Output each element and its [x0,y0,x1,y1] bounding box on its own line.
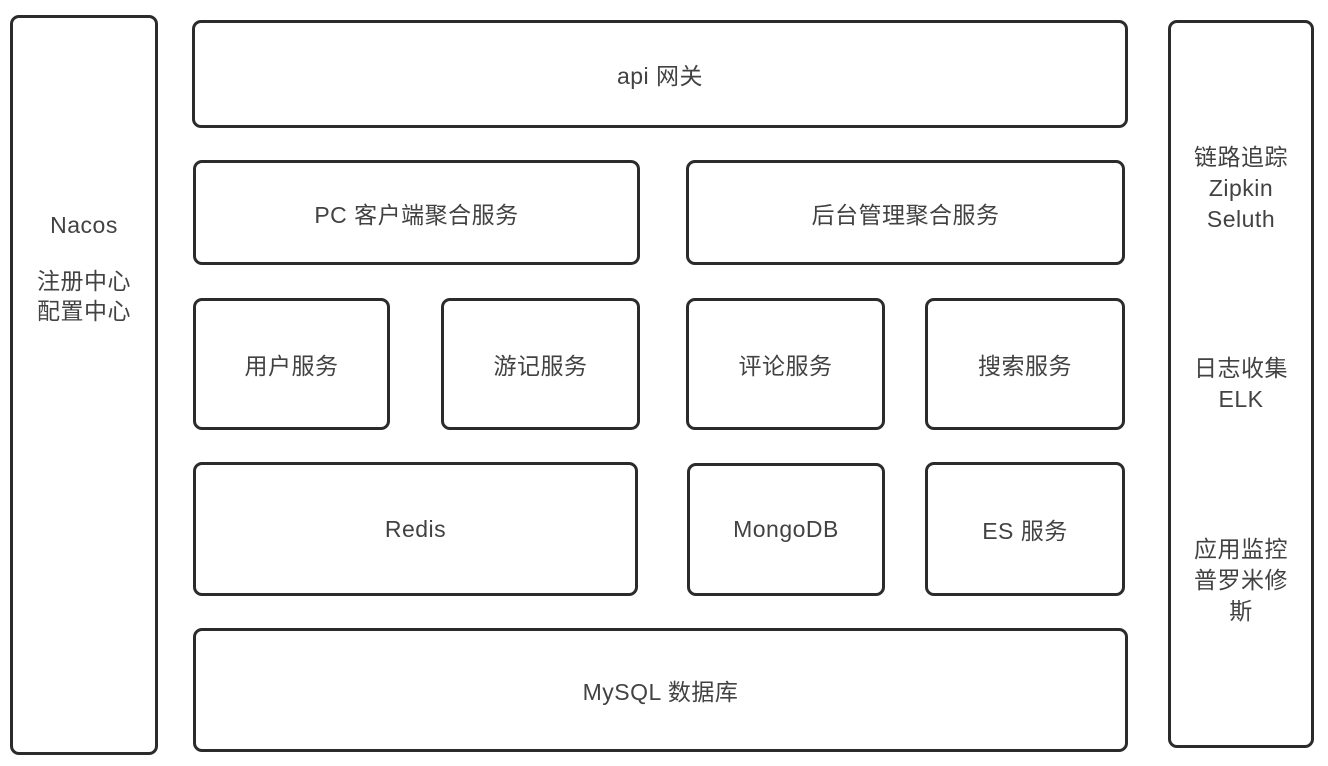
api-gateway-label: api 网关 [616,63,704,89]
monitoring-group: 应用监控 普罗米修 斯 [1194,534,1288,627]
nacos-line-registry: 注册中心 [37,268,131,294]
travel-notes-service-label: 游记服务 [493,353,588,379]
comment-service-label: 评论服务 [738,353,833,379]
logging-group: 日志收集 ELK [1194,353,1288,415]
nacos-panel: Nacos 注册中心 配置中心 [10,15,158,755]
search-service-label: 搜索服务 [978,353,1072,379]
monitoring-prometheus-line1: 普罗米修 [1194,566,1288,593]
mongodb-node: MongoDB [687,463,885,596]
api-gateway-node: api 网关 [192,20,1128,128]
nacos-title: Nacos [50,212,118,238]
logging-elk: ELK [1218,386,1264,412]
mongodb-label: MongoDB [733,516,839,542]
admin-aggregation-node: 后台管理聚合服务 [686,160,1125,265]
pc-client-aggregation-node: PC 客户端聚合服务 [193,160,640,265]
pc-client-aggregation-label: PC 客户端聚合服务 [314,201,519,228]
observability-panel: 链路追踪 Zipkin Seluth 日志收集 ELK 应用监控 普罗米修 斯 [1168,20,1314,748]
es-service-node: ES 服务 [925,462,1125,596]
tracing-title: 链路追踪 [1194,143,1288,170]
redis-node: Redis [193,462,638,596]
admin-aggregation-label: 后台管理聚合服务 [811,201,1000,228]
monitoring-prometheus-line2: 斯 [1229,597,1253,624]
tracing-zipkin: Zipkin [1208,174,1274,201]
logging-title: 日志收集 [1194,355,1288,381]
nacos-line-config: 配置中心 [37,298,131,324]
monitoring-title: 应用监控 [1194,535,1288,562]
nacos-panel-text: Nacos 注册中心 配置中心 [13,210,155,326]
tracing-group: 链路追踪 Zipkin Seluth [1194,142,1288,235]
user-service-node: 用户服务 [193,298,390,430]
tracing-seluth: Seluth [1206,205,1276,232]
mysql-database-node: MySQL 数据库 [193,628,1128,752]
mysql-database-label: MySQL 数据库 [582,679,739,705]
redis-label: Redis [384,515,447,542]
es-service-label: ES 服务 [982,518,1068,544]
user-service-label: 用户服务 [244,353,339,379]
travel-notes-service-node: 游记服务 [441,298,640,430]
search-service-node: 搜索服务 [925,298,1125,430]
comment-service-node: 评论服务 [686,298,885,430]
